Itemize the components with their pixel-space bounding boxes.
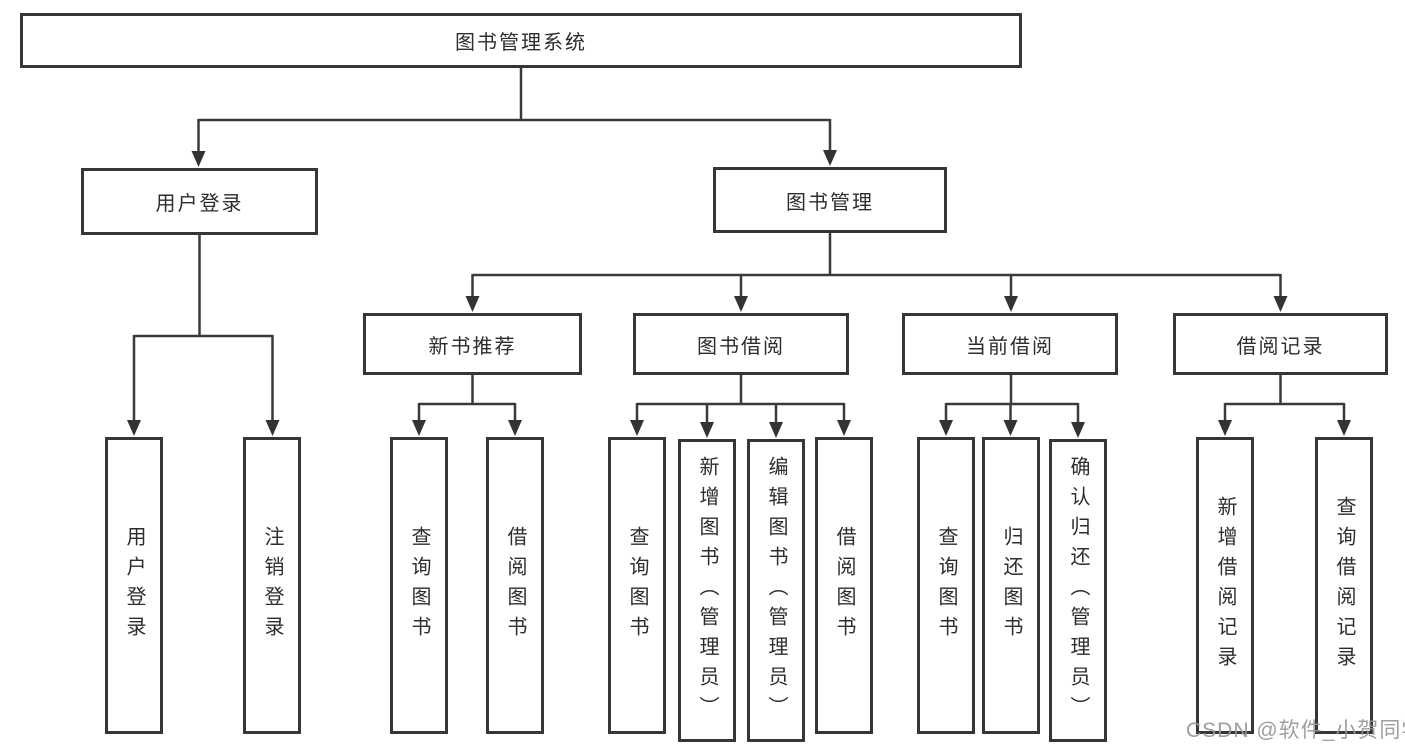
leaf-label: 查询图书: [935, 525, 957, 646]
leaf-label: 借阅图书: [504, 525, 526, 646]
leaf-query-borrow-record: 查询借阅记录: [1315, 437, 1373, 734]
leaf-edit-books-admin: 编辑图书（管理员）: [747, 439, 805, 742]
node-label: 当前借阅: [966, 335, 1054, 358]
leaf-label: 查询图书: [408, 525, 430, 646]
leaf-query-books-borrow: 查询图书: [608, 437, 666, 734]
leaf-label: 查询借阅记录: [1333, 495, 1355, 676]
leaf-label: 归还图书: [1000, 525, 1022, 646]
node-label: 借阅记录: [1236, 335, 1325, 358]
leaf-query-books-recommend: 查询图书: [390, 437, 448, 734]
node-borrow-record: 借阅记录: [1173, 313, 1388, 375]
node-label: 新书推荐: [428, 335, 517, 358]
leaf-add-borrow-record: 新增借阅记录: [1196, 437, 1254, 734]
node-book-borrow: 图书借阅: [633, 313, 849, 375]
node-user-login: 用户登录: [81, 168, 318, 235]
node-label: 图书借阅: [697, 335, 785, 358]
node-new-book-recommend: 新书推荐: [363, 313, 582, 375]
node-library-management-system: 图书管理系统: [20, 13, 1022, 68]
node-label: 用户登录: [155, 193, 244, 215]
leaf-label: 确认归还（管理员）: [1067, 455, 1089, 726]
leaf-borrow-books-recommend: 借阅图书: [486, 437, 544, 734]
arrowheads: [127, 150, 1351, 438]
leaf-borrow-books: 借阅图书: [815, 437, 873, 734]
leaf-logout: 注销登录: [243, 437, 301, 734]
leaf-label: 查询图书: [626, 525, 648, 646]
node-label: 图书管理系统: [455, 32, 587, 54]
leaf-label: 编辑图书（管理员）: [765, 455, 787, 726]
node-book-management: 图书管理: [713, 167, 947, 233]
leaf-add-books-admin: 新增图书（管理员）: [678, 439, 736, 742]
connector-lines: [132, 68, 1346, 424]
leaf-label: 注销登录: [261, 525, 283, 646]
leaf-label: 借阅图书: [833, 525, 855, 646]
leaf-user-login: 用户登录: [105, 437, 163, 734]
leaf-query-books-current: 查询图书: [917, 437, 975, 734]
leaf-return-books: 归还图书: [982, 437, 1040, 734]
node-current-borrow: 当前借阅: [902, 313, 1118, 375]
leaf-label: 新增图书（管理员）: [696, 455, 718, 726]
leaf-label: 用户登录: [123, 525, 145, 646]
node-label: 图书管理: [786, 191, 874, 214]
leaf-confirm-return-admin: 确认归还（管理员）: [1049, 439, 1107, 742]
leaf-label: 新增借阅记录: [1214, 495, 1236, 676]
csdn-watermark: CSDN @软件_小贺同学: [1186, 719, 1405, 742]
